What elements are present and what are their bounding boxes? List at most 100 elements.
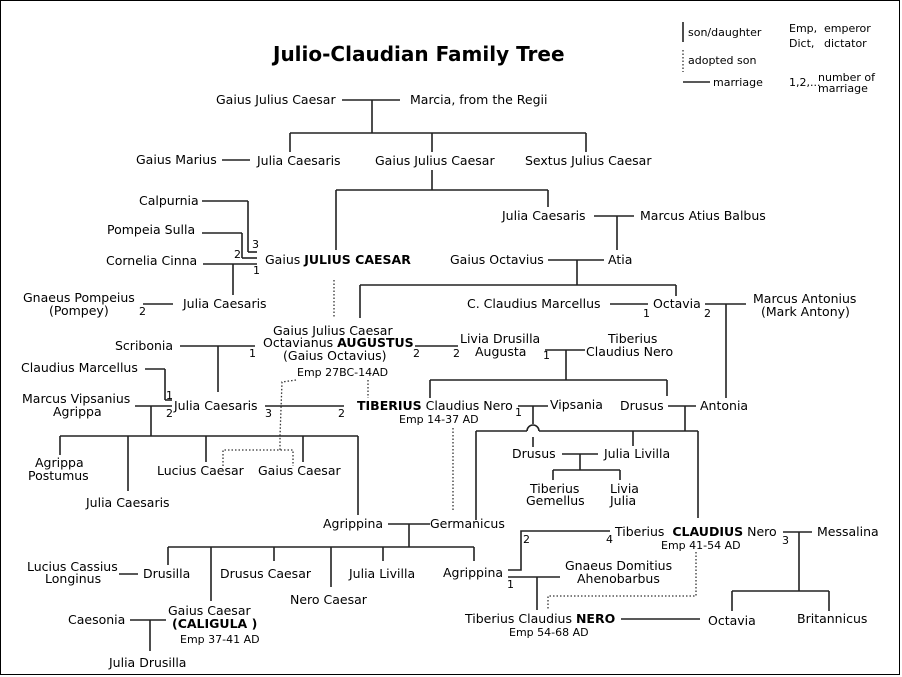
person-sextus-julius-caesar: Sextus Julius Caesar <box>525 153 652 168</box>
person-caligula-line2: (CALIGULA ) <box>172 616 257 631</box>
person-ahenobarbus-line1: Gnaeus Domitius <box>565 558 672 573</box>
person-pompey-line1: Gnaeus Pompeius <box>23 290 135 305</box>
legend-emp: Emp, <box>789 22 817 35</box>
person-drusus-elder: Drusus <box>620 398 664 413</box>
person-agrippa-line1: Marcus Vipsanius <box>22 391 130 406</box>
person-pompey-line2: (Pompey) <box>49 303 109 318</box>
person-cornelia-cinna: Cornelia Cinna <box>106 253 197 268</box>
marriage-number: 1 <box>515 406 522 419</box>
legend-number-of: number of <box>818 71 876 84</box>
person-augustus-line1: Gaius Julius Caesar <box>273 323 393 338</box>
person-vipsania: Vipsania <box>550 397 603 412</box>
person-drusus-younger: Drusus <box>512 446 556 461</box>
marriage-number: 1 <box>507 578 514 591</box>
legend-dictator: dictator <box>824 37 867 50</box>
caligula-reign: Emp 37-41 AD <box>180 633 260 646</box>
person-ahenobarbus-line2: Ahenobarbus <box>577 571 660 586</box>
person-julia-caesaris-sister: Julia Caesaris <box>501 208 586 223</box>
person-longinus-line1: Lucius Cassius <box>27 559 118 574</box>
person-longinus-line2: Longinus <box>45 571 101 586</box>
marriage-number: 3 <box>265 407 272 420</box>
marriage-number: 3 <box>252 238 259 251</box>
person-agrippina-elder: Agrippina <box>323 516 383 531</box>
marriage-number: 1 <box>166 389 173 402</box>
marriage-number: 2 <box>453 347 460 360</box>
person-marcus-atius-balbus: Marcus Atius Balbus <box>640 208 766 223</box>
person-livia-line1: Livia Drusilla <box>460 331 540 346</box>
person-livia-julia-line2: Julia <box>609 493 636 508</box>
person-agrippina-younger: Agrippina <box>443 565 503 580</box>
person-julius-caesar: Gaius JULIUS CAESAR <box>265 252 411 267</box>
connector-lines <box>59 99 830 651</box>
person-julia-livilla-younger: Julia Livilla <box>348 566 415 581</box>
person-agrippa-postumus-line2: Postumus <box>28 468 89 483</box>
person-agrippa-postumus-line1: Agrippa <box>35 455 84 470</box>
person-atia: Atia <box>608 252 632 267</box>
person-julia-younger: Julia Caesaris <box>85 495 170 510</box>
person-c-claudius-marcellus: C. Claudius Marcellus <box>467 296 601 311</box>
marriage-number: 2 <box>234 248 241 261</box>
person-tiberius-claudius-nero-line2: Claudius Nero <box>586 344 673 359</box>
person-lucius-caesar: Lucius Caesar <box>157 463 245 478</box>
marriage-number: 2 <box>166 407 173 420</box>
marriage-number: 1 <box>643 307 650 320</box>
marriage-number: 2 <box>413 347 420 360</box>
tiberius-reign: Emp 14-37 AD <box>399 413 479 426</box>
person-tiberius-gemellus-line2: Gemellus <box>526 493 585 508</box>
person-julia-elder: Julia Caesaris <box>173 398 258 413</box>
person-augustus-line3: (Gaius Octavius) <box>283 348 387 363</box>
person-tiberius-claudius-nero-line1: Tiberius <box>607 331 657 346</box>
person-claudius: Tiberius CLAUDIUS Nero <box>614 524 777 539</box>
person-gaius-julius-caesar-elder: Gaius Julius Caesar <box>216 92 336 107</box>
person-octavia-younger: Octavia <box>708 613 756 628</box>
marriage-number: 1 <box>249 347 256 360</box>
person-nodes: Gaius Julius Caesar Marcia, from the Reg… <box>21 92 879 670</box>
nero-reign: Emp 54-68 AD <box>509 626 589 639</box>
person-claudius-marcellus: Claudius Marcellus <box>21 360 138 375</box>
legend-numbers: 1,2,... <box>789 76 820 89</box>
person-gaius-julius-caesar-father: Gaius Julius Caesar <box>375 153 495 168</box>
person-antonia: Antonia <box>700 398 748 413</box>
marriage-number: 2 <box>523 533 530 546</box>
person-livia-julia-line1: Livia <box>610 481 639 496</box>
person-marcus-antonius-line2: (Mark Antony) <box>761 304 850 319</box>
person-julia-drusilla: Julia Drusilla <box>108 655 186 670</box>
person-tiberius-gemellus-line1: Tiberius <box>529 481 579 496</box>
person-drusilla: Drusilla <box>143 566 190 581</box>
person-gaius-octavius: Gaius Octavius <box>450 252 544 267</box>
person-messalina: Messalina <box>817 524 879 539</box>
legend-dict: Dict, <box>789 37 814 50</box>
marriage-number: 2 <box>704 307 711 320</box>
person-britannicus: Britannicus <box>797 611 867 626</box>
person-tiberius: TIBERIUS Claudius Nero <box>357 398 513 413</box>
legend-emperor: emperor <box>824 22 871 35</box>
person-augustus-line2: Octavianus AUGUSTUS <box>263 335 414 350</box>
marriage-number: 2 <box>338 407 345 420</box>
marriage-number: 2 <box>139 305 146 318</box>
person-drusus-caesar: Drusus Caesar <box>220 566 312 581</box>
marriage-numbers: 3 2 1 2 1 2 1 2 2 1 1 2 3 2 1 2 4 1 3 <box>139 238 789 591</box>
person-pompeia-sulla: Pompeia Sulla <box>107 222 195 237</box>
claudius-reign: Emp 41-54 AD <box>661 539 741 552</box>
person-marcus-antonius-line1: Marcus Antonius <box>753 291 856 306</box>
person-scribonia: Scribonia <box>115 338 173 353</box>
person-calpurnia: Calpurnia <box>139 193 199 208</box>
diagram-title: Julio-Claudian Family Tree <box>271 42 565 66</box>
marriage-number: 3 <box>782 534 789 547</box>
marriage-number: 1 <box>543 349 550 362</box>
person-germanicus: Germanicus <box>430 516 505 531</box>
augustus-reign: Emp 27BC-14AD <box>297 366 388 379</box>
person-nero-caesar: Nero Caesar <box>290 592 368 607</box>
person-gaius-marius: Gaius Marius <box>136 152 217 167</box>
legend-marriage-label: marriage <box>713 76 763 89</box>
marriage-number: 1 <box>253 264 260 277</box>
legend-son-label: son/daughter <box>688 26 762 39</box>
person-livia-line2: Augusta <box>475 344 526 359</box>
person-nero: Tiberius Claudius NERO <box>464 611 615 626</box>
person-gaius-caesar: Gaius Caesar <box>258 463 341 478</box>
legend-marriage-word: marriage <box>818 82 868 95</box>
person-julia-livilla-elder: Julia Livilla <box>603 446 670 461</box>
person-caesonia: Caesonia <box>68 612 125 627</box>
person-octavia: Octavia <box>653 296 701 311</box>
